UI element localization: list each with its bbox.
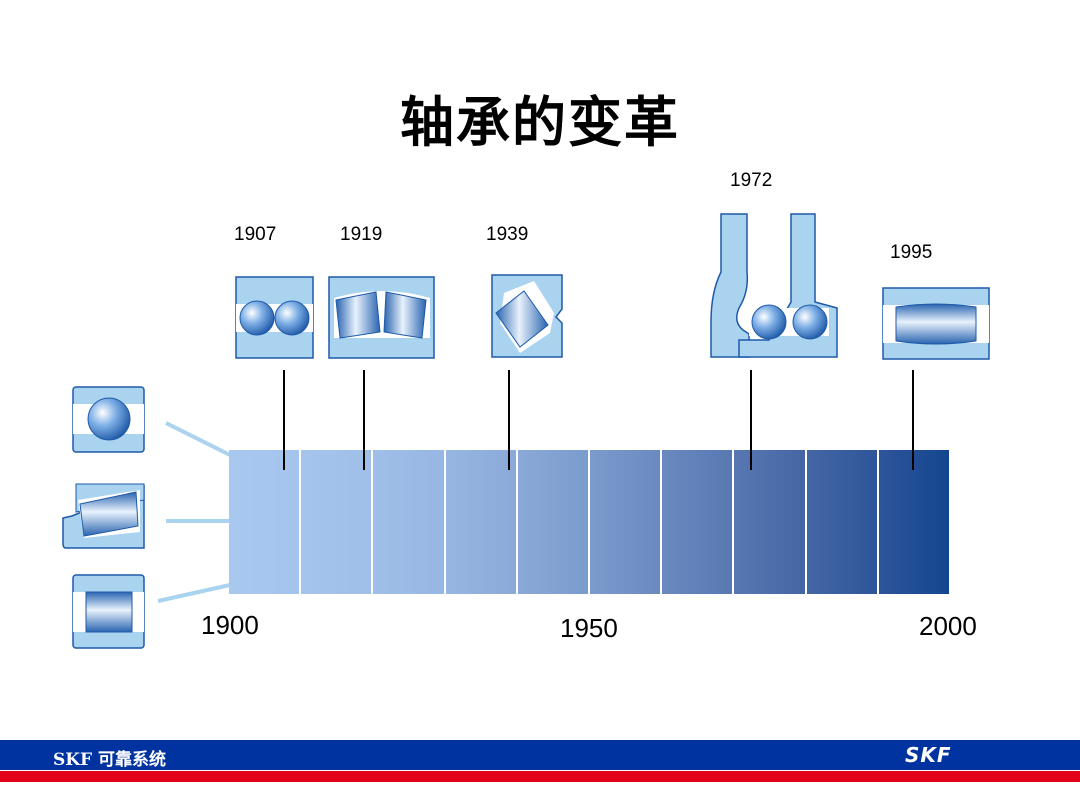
marker-line-1907-overlay <box>283 450 285 470</box>
footer-text: SKF 可靠系统 <box>53 750 167 770</box>
timeline-segment <box>590 450 663 594</box>
hub-bearing-unit-icon <box>709 212 839 360</box>
marker-line-1972 <box>750 370 752 470</box>
cylindrical-roller-bearing-icon <box>72 574 146 650</box>
thrust-roller-bearing-icon <box>490 273 564 359</box>
axis-label-1950: 1950 <box>560 613 618 643</box>
marker-line-1919 <box>363 370 365 470</box>
double-row-ball-bearing-icon <box>235 276 315 360</box>
axis-label-2000: 2000 <box>919 611 977 641</box>
deep-groove-ball-bearing-icon <box>72 386 146 454</box>
timeline-segment <box>229 450 302 594</box>
milestone-year-1939: 1939 <box>486 224 529 245</box>
marker-line-1939-overlay <box>508 450 510 470</box>
tapered-roller-bearing-icon <box>62 482 146 550</box>
footer-red-stripe <box>0 771 1080 782</box>
timeline-segment <box>373 450 446 594</box>
timeline-segment <box>517 450 591 594</box>
timeline-segment <box>445 450 518 594</box>
milestone-year-1919: 1919 <box>340 224 383 245</box>
timeline-segment <box>878 450 950 594</box>
carb-toroidal-roller-bearing-icon <box>882 287 992 361</box>
page-title: 轴承的变革 <box>400 90 680 154</box>
timeline-segment <box>301 450 374 594</box>
marker-line-1972-overlay <box>750 450 752 470</box>
timeline-segment <box>734 450 807 594</box>
milestone-year-1995: 1995 <box>890 242 933 263</box>
milestone-year-1907: 1907 <box>234 224 277 245</box>
marker-line-1995 <box>912 370 914 470</box>
milestone-year-1972: 1972 <box>730 170 773 191</box>
skf-logo: SKF <box>905 743 952 767</box>
legacy-connector-lines <box>157 421 231 603</box>
marker-line-1919-overlay <box>363 450 365 470</box>
timeline-bar <box>229 450 950 594</box>
marker-line-1907 <box>283 370 285 470</box>
timeline-segment <box>662 450 735 594</box>
marker-line-1939 <box>508 370 510 470</box>
marker-line-1995-overlay <box>912 450 914 470</box>
spherical-roller-bearing-icon <box>328 276 436 360</box>
axis-label-1900: 1900 <box>201 610 259 640</box>
footer-bar <box>0 740 1080 770</box>
timeline-segment <box>806 450 879 594</box>
